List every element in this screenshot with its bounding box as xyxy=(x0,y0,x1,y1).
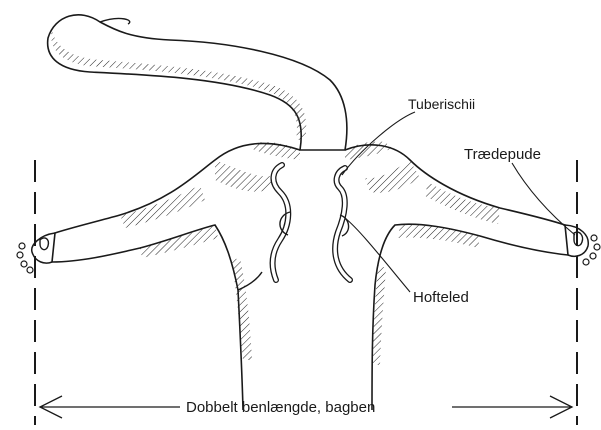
label-tuberischii: Tuberischii xyxy=(408,96,475,112)
label-dimension: Dobbelt benlængde, bagben xyxy=(186,399,375,416)
reference-lines xyxy=(35,160,577,425)
label-traedepude: Trædepude xyxy=(464,146,541,163)
right-hindleg xyxy=(345,145,600,410)
pelvis-bone-left xyxy=(273,165,290,280)
left-hindleg xyxy=(17,143,300,410)
tail xyxy=(48,15,347,150)
pelvis-bone-right xyxy=(335,168,350,280)
label-hofteled: Hofteled xyxy=(413,289,469,306)
